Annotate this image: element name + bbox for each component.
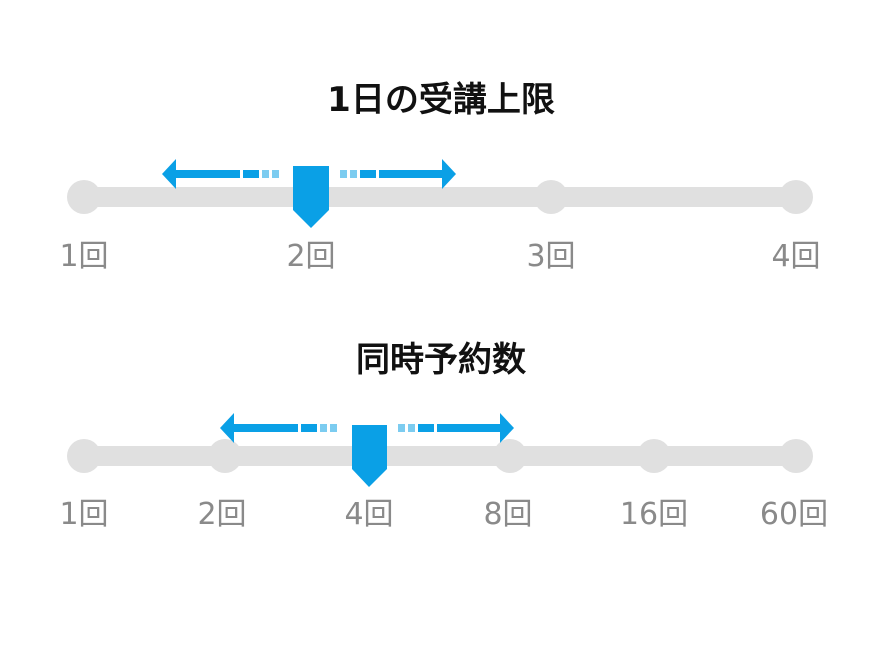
tick-label-1: 2回 [286,239,335,274]
slider-title-daily-limit: 1日の受講上限 [327,80,555,120]
thumb-pointer-icon[interactable] [352,425,387,487]
tick-dot-2[interactable] [534,180,568,214]
tick-label-0: 1回 [59,239,108,274]
tick-dot-5[interactable] [779,439,813,473]
tick-label-4: 16回 [620,497,688,532]
thumb-pointer-icon[interactable] [293,166,329,228]
slider-title-concurrent-reservations: 同時予約数 [356,340,526,380]
tick-dot-4[interactable] [637,439,671,473]
tick-label-2: 4回 [344,497,393,532]
tick-dot-0[interactable] [67,180,101,214]
tick-dot-3[interactable] [493,439,527,473]
tick-dot-1[interactable] [208,439,242,473]
tick-label-3: 8回 [483,497,532,532]
tick-label-0: 1回 [59,497,108,532]
tick-label-2: 3回 [526,239,575,274]
tick-label-5: 60回 [760,497,828,532]
right-arrow-icon[interactable] [398,413,514,443]
left-arrow-icon[interactable] [162,159,279,189]
right-arrow-icon[interactable] [340,159,456,189]
concurrent-reservations-slider[interactable]: 1回 2回 4回 8回 16回 60回 [0,405,882,535]
tick-label-1: 2回 [197,497,246,532]
tick-label-3: 4回 [771,239,820,274]
daily-limit-slider[interactable]: 1回 2回 3回 4回 [0,150,882,280]
tick-dot-0[interactable] [67,439,101,473]
left-arrow-icon[interactable] [220,413,337,443]
tick-dot-3[interactable] [779,180,813,214]
